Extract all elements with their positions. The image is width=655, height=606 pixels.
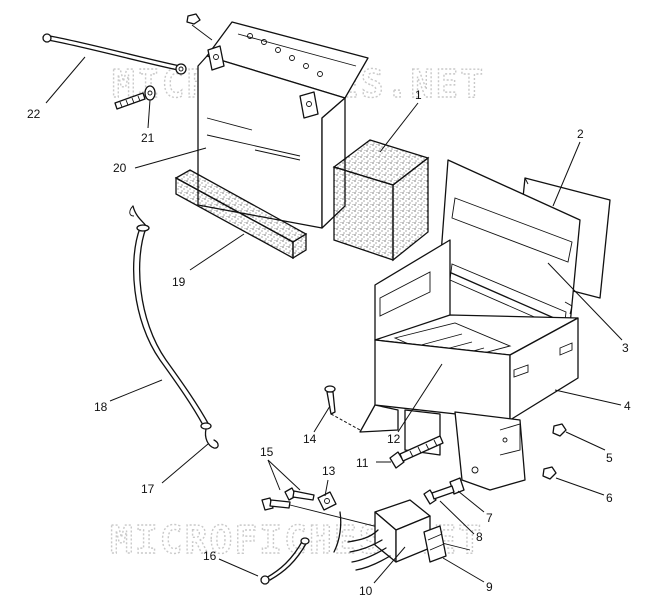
nut-5 [552,423,567,437]
callout-18: 18 [94,400,108,414]
callout-11: 11 [356,456,369,470]
callout-6: 6 [606,491,613,505]
terminal-nut [186,13,201,25]
bolt-11 [389,435,444,469]
relay-bracket [423,525,447,563]
callout-21: 21 [141,131,155,145]
callout-20: 20 [113,161,127,175]
callout-4: 4 [624,399,631,413]
callout-15: 15 [260,445,274,459]
callout-8: 8 [476,530,483,544]
callout-19: 19 [172,275,186,289]
callout-14: 14 [303,432,317,446]
battery-box-tray [359,239,579,491]
cable-clamp [317,491,342,553]
callout-12: 12 [387,432,401,446]
callout-13: 13 [322,464,336,478]
callout-1: 1 [415,88,422,102]
foam-block [332,139,430,262]
callout-16: 16 [203,549,217,563]
foam-strip [174,169,308,260]
leader-lines [45,56,623,584]
callout-7: 7 [486,511,493,525]
callout-labels: 1 2 3 4 5 6 7 8 9 10 11 12 13 14 15 16 1… [27,88,631,598]
callout-5: 5 [606,451,613,465]
callout-10: 10 [359,584,373,598]
callout-22: 22 [27,107,41,121]
callout-17: 17 [141,482,155,496]
battery [197,21,369,229]
ground-strap [42,33,187,75]
battery-cable [129,205,219,449]
bolt-14 [324,385,361,431]
callout-2: 2 [577,127,584,141]
callout-3: 3 [622,341,629,355]
battery-box-panel [439,159,581,331]
bolt-8 [423,477,465,505]
nut-6 [542,466,557,480]
lead-wire [260,537,310,585]
callout-9: 9 [486,580,493,594]
